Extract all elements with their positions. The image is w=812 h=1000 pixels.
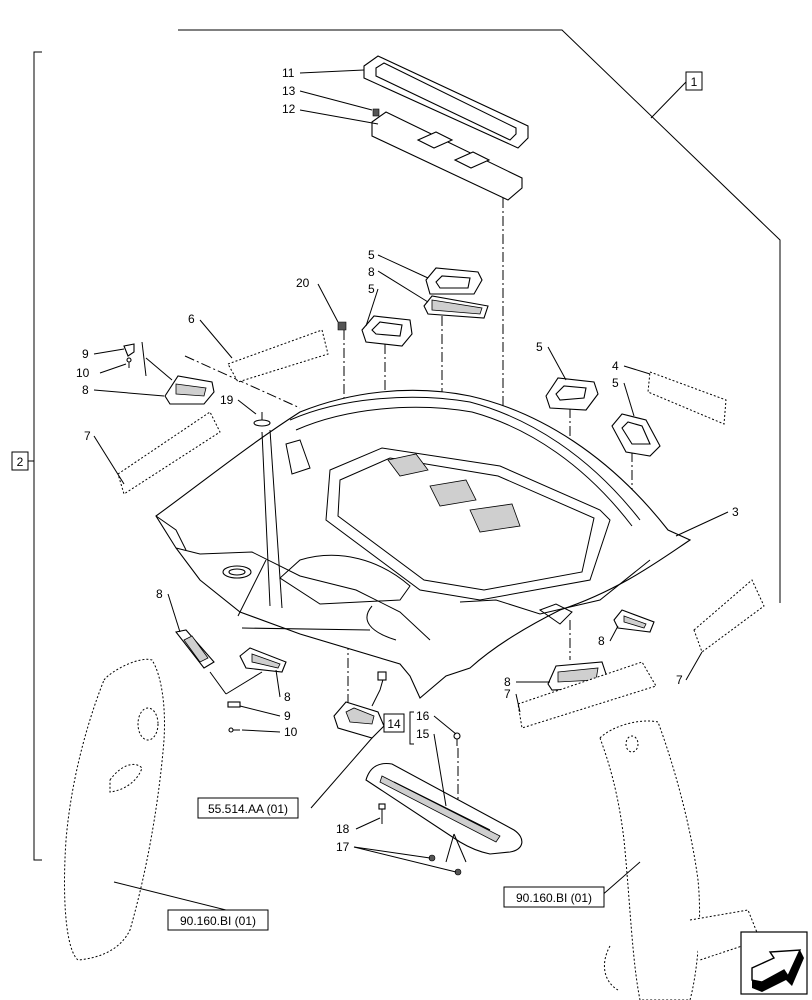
dome-lamp: [333, 671, 387, 739]
part-11-seal-frame: [363, 55, 529, 149]
callout-9: 9: [284, 709, 291, 723]
assembly-bracket-2: 2: [11, 51, 42, 861]
callout-15: 15: [416, 727, 430, 741]
part-4-foam-strip: [647, 371, 727, 425]
part-3-headliner: [155, 389, 692, 699]
callout-numbers: 11 13 12 5 8 5 20 6 9 10 8 19 7 5 4 5 3 …: [76, 66, 739, 854]
part-9-bracket: [123, 343, 135, 357]
callout-8: 8: [598, 634, 605, 648]
callout-8: 8: [284, 690, 291, 704]
part-5-vent-ring: [425, 267, 483, 295]
callout-12: 12: [282, 102, 296, 116]
assembly-bracket-1: 1: [178, 29, 781, 603]
callout-5: 5: [612, 376, 619, 390]
part-6-foam-strip: [227, 329, 329, 383]
callout-6: 6: [188, 312, 195, 326]
right-pillar-trim: [599, 720, 761, 1000]
callout-8: 8: [82, 383, 89, 397]
callout-3: 3: [732, 505, 739, 519]
part-8-vent-grille: [423, 295, 489, 319]
reference-pillar-right-label: 90.160.BI (01): [516, 891, 592, 905]
reference-pillar-left[interactable]: 90.160.BI (01): [167, 909, 269, 931]
reference-lamp[interactable]: 55.514.AA (01): [197, 797, 299, 819]
part-8-vent-grille: [239, 647, 287, 673]
reference-lamp-label: 55.514.AA (01): [208, 802, 288, 816]
callout-18: 18: [336, 822, 350, 836]
callout-8: 8: [156, 587, 163, 601]
callout-10: 10: [284, 725, 298, 739]
part-19-stud: [253, 412, 271, 427]
callout-5: 5: [368, 282, 375, 296]
part-10-screw: [126, 357, 132, 368]
group-label-14: 14: [387, 717, 401, 731]
callout-17: 17: [336, 840, 350, 854]
callout-13: 13: [282, 84, 296, 98]
part-15-storage-tray: [365, 762, 523, 855]
group-label-1: 1: [691, 75, 698, 89]
part-5-vent-ring: [611, 413, 661, 457]
group-label-2: 2: [17, 455, 24, 469]
part-20-clip: [337, 321, 347, 331]
reference-pillar-left-label: 90.160.BI (01): [180, 914, 256, 928]
part-7-foam-strip: [517, 661, 657, 729]
callout-20: 20: [296, 276, 310, 290]
part-17-nut: [428, 854, 462, 876]
part-9-bracket: [227, 701, 241, 708]
callout-leader-lines: [93, 69, 729, 921]
part-18-screw: [378, 803, 386, 824]
callout-5: 5: [536, 340, 543, 354]
callout-8: 8: [368, 265, 375, 279]
part-8-vent-grille: [164, 375, 215, 405]
callout-10: 10: [76, 366, 90, 380]
part-5-vent-ring: [361, 315, 413, 347]
callout-9: 9: [82, 347, 89, 361]
part-7-foam-strip: [117, 411, 221, 495]
part-8-vent-grille: [613, 609, 655, 633]
callout-7: 7: [504, 687, 511, 701]
part-7-foam-strip: [693, 579, 765, 653]
callout-19: 19: [220, 393, 234, 407]
part-13-clip: [372, 108, 380, 117]
callout-16: 16: [416, 709, 430, 723]
callout-7: 7: [84, 429, 91, 443]
callout-4: 4: [612, 359, 619, 373]
callout-8: 8: [504, 675, 511, 689]
part-10-screw: [228, 727, 240, 733]
callout-11: 11: [282, 66, 295, 80]
callout-7: 7: [676, 673, 683, 687]
callout-5: 5: [368, 248, 375, 262]
reference-pillar-right[interactable]: 90.160.BI (01): [503, 886, 605, 908]
part-5-vent-ring: [545, 377, 599, 411]
arrow-right-icon[interactable]: [740, 931, 808, 995]
part-8-vent-grille: [175, 629, 215, 669]
part-12-panel: [371, 111, 523, 201]
part-16-screw: [453, 732, 461, 746]
left-pillar-trim: [64, 658, 165, 961]
